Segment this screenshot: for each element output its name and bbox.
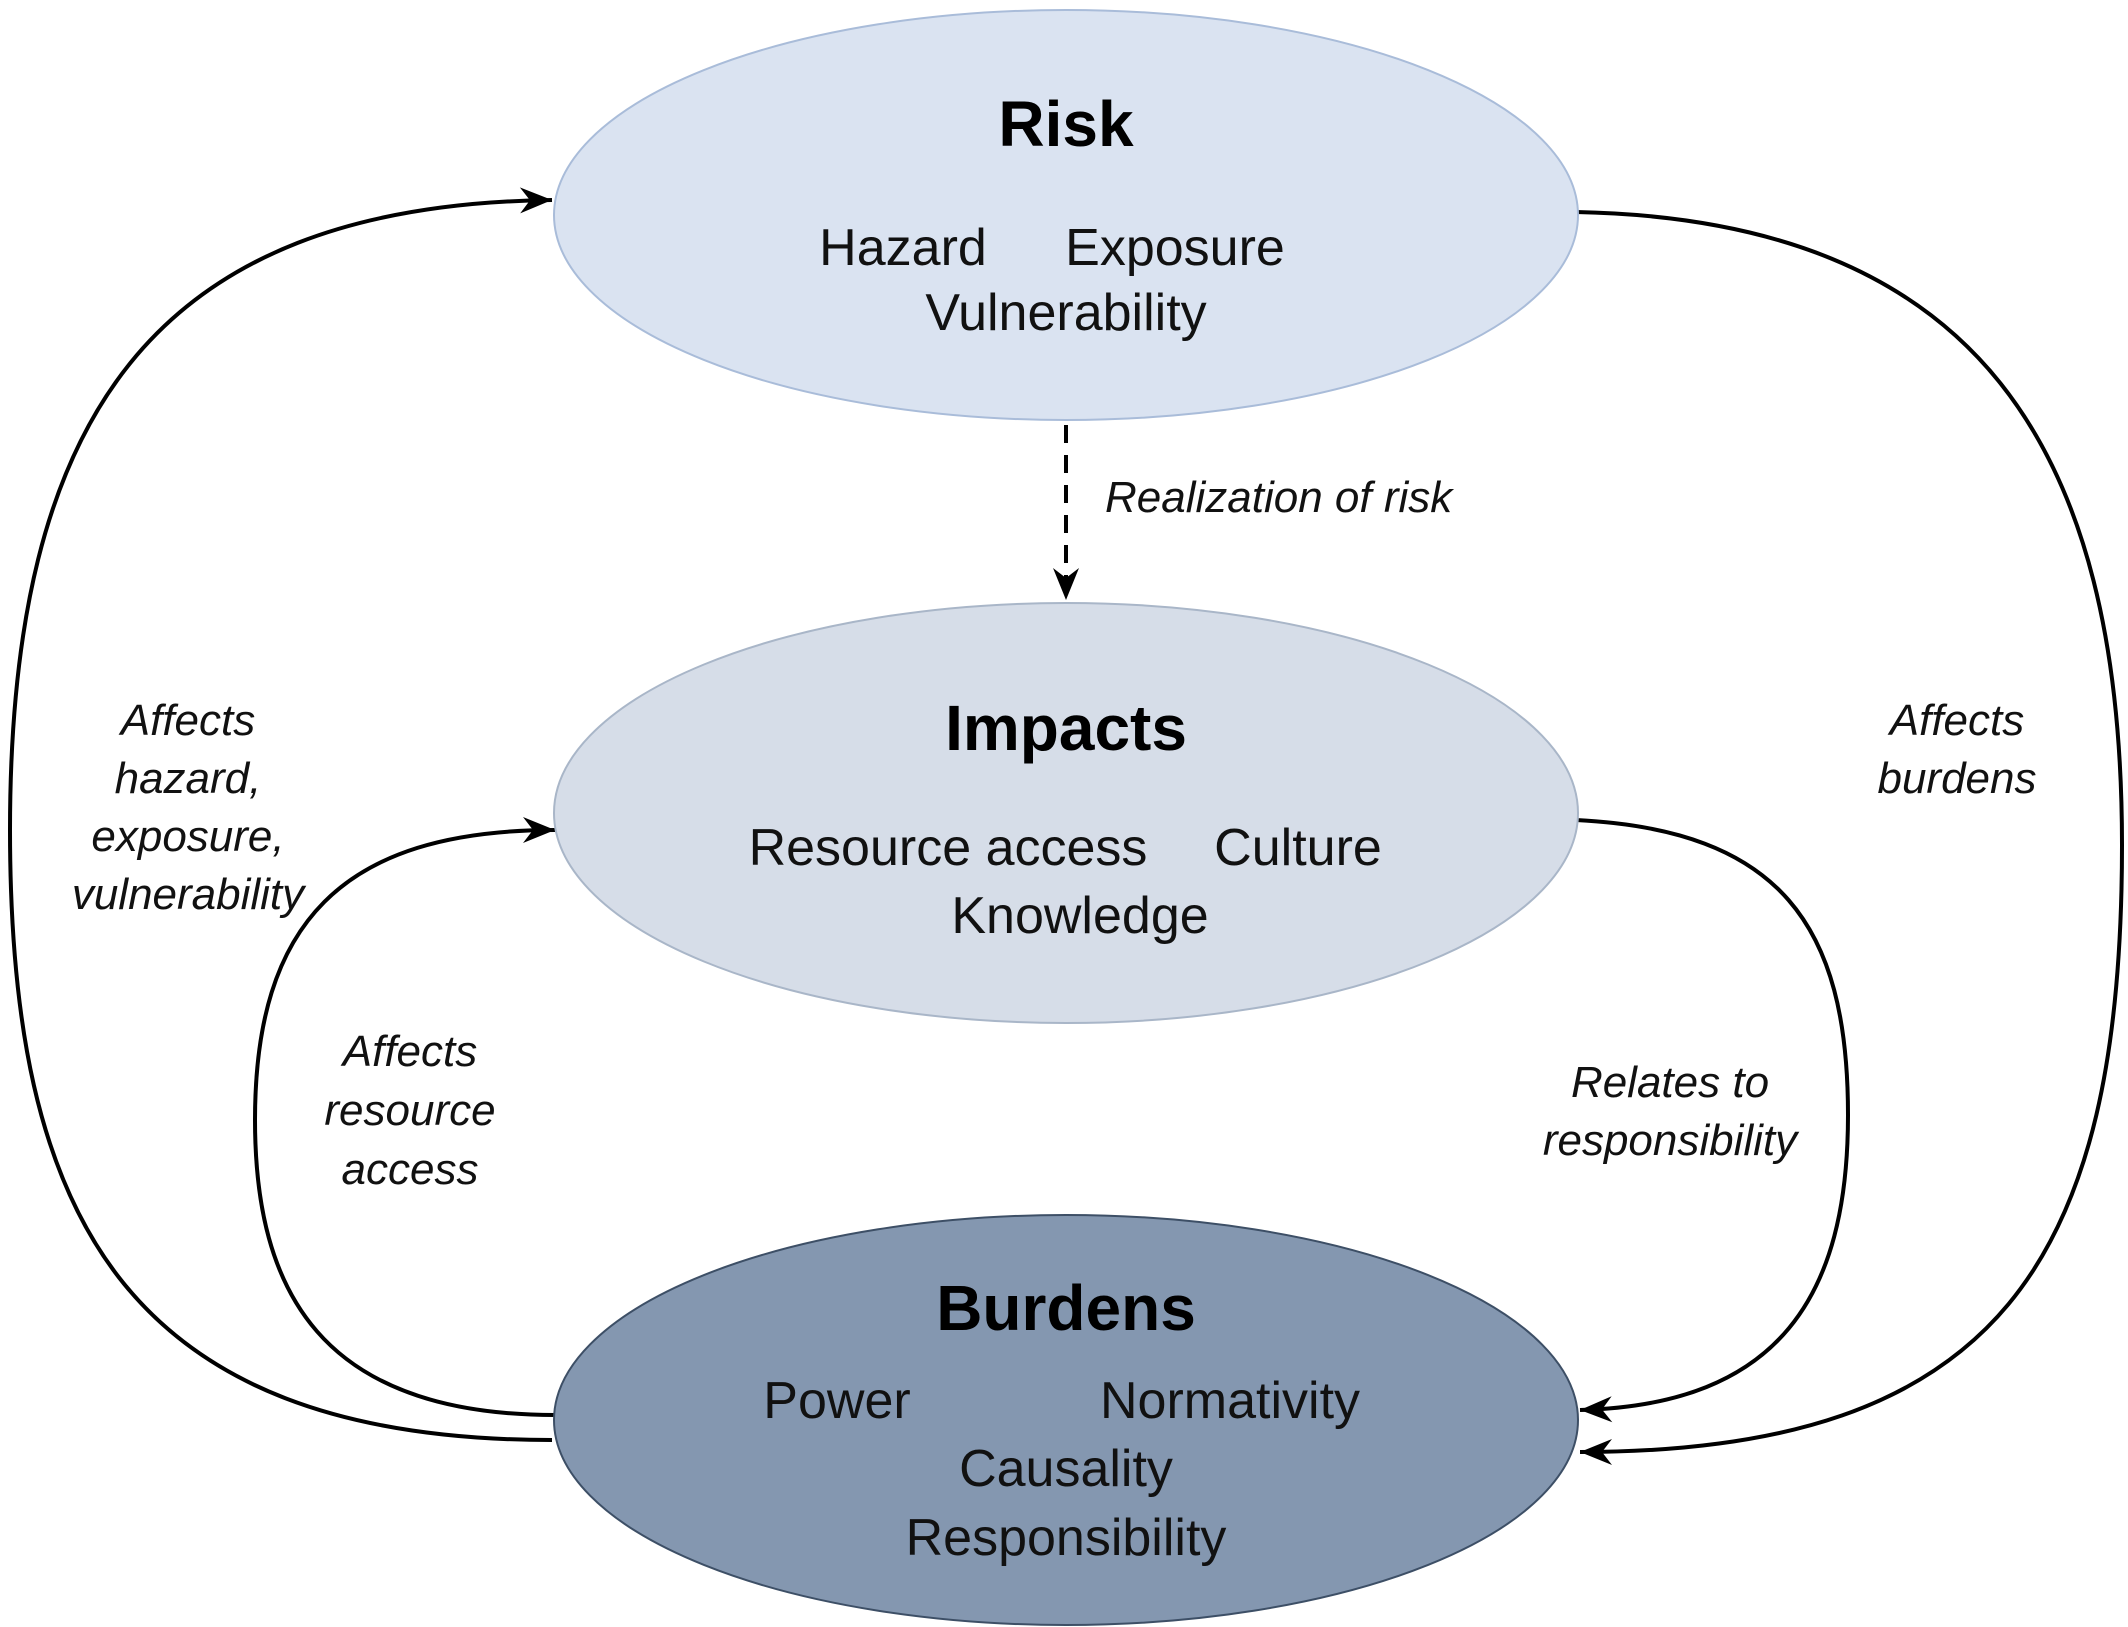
label-affects-resource-access: Affects resource access: [324, 1027, 495, 1194]
impacts-term-culture: Culture: [1214, 819, 1382, 877]
risk-term-exposure: Exposure: [1065, 219, 1285, 277]
risk-title: Risk: [998, 88, 1134, 160]
label-line: Affects: [118, 696, 256, 745]
risk-ellipse: [553, 9, 1579, 421]
label-line: hazard,: [115, 754, 262, 803]
arrow-impacts-to-burdens: [1575, 818, 1851, 1423]
label-line: vulnerability: [72, 870, 307, 919]
label-affects-hazard-exposure-vulnerability: Affects hazard, exposure, vulnerability: [72, 696, 307, 919]
risk-term-hazard: Hazard: [819, 219, 987, 277]
burdens-term-responsibility: Responsibility: [906, 1509, 1227, 1567]
label-relates-to-responsibility: Relates to responsibility: [1543, 1058, 1800, 1165]
impacts-term-knowledge: Knowledge: [951, 887, 1208, 945]
arrow-burdens-to-impacts: [252, 817, 556, 1417]
label-line: Relates to: [1571, 1058, 1769, 1107]
label-line: Affects: [340, 1027, 478, 1076]
burdens-term-normativity: Normativity: [1100, 1372, 1360, 1430]
label-line: access: [342, 1145, 479, 1194]
arrow-risk-to-burdens: [1575, 210, 2125, 1465]
label-affects-burdens: Affects burdens: [1877, 696, 2036, 803]
risk-term-vulnerability: Vulnerability: [925, 284, 1206, 342]
label-line: responsibility: [1543, 1116, 1800, 1165]
burdens-term-causality: Causality: [959, 1440, 1173, 1498]
burdens-term-power: Power: [763, 1372, 910, 1430]
label-realization-of-risk: Realization of risk: [1105, 473, 1454, 522]
impacts-term-resource-access: Resource access: [749, 819, 1148, 877]
impacts-node: Impacts Resource access Culture Knowledg…: [553, 602, 1579, 1024]
label-line: burdens: [1877, 754, 2036, 803]
impacts-ellipse: [553, 602, 1579, 1024]
burdens-node: Burdens Power Normativity Causality Resp…: [553, 1214, 1579, 1626]
burdens-title: Burdens: [936, 1272, 1196, 1344]
arrow-burdens-to-risk: [7, 187, 553, 1442]
label-line: exposure,: [91, 812, 284, 861]
risk-node: Risk Hazard Exposure Vulnerability: [553, 9, 1579, 421]
label-line: resource: [324, 1086, 495, 1135]
impacts-title: Impacts: [945, 692, 1187, 764]
burdens-ellipse: [553, 1214, 1579, 1626]
label-line: Affects: [1887, 696, 2025, 745]
